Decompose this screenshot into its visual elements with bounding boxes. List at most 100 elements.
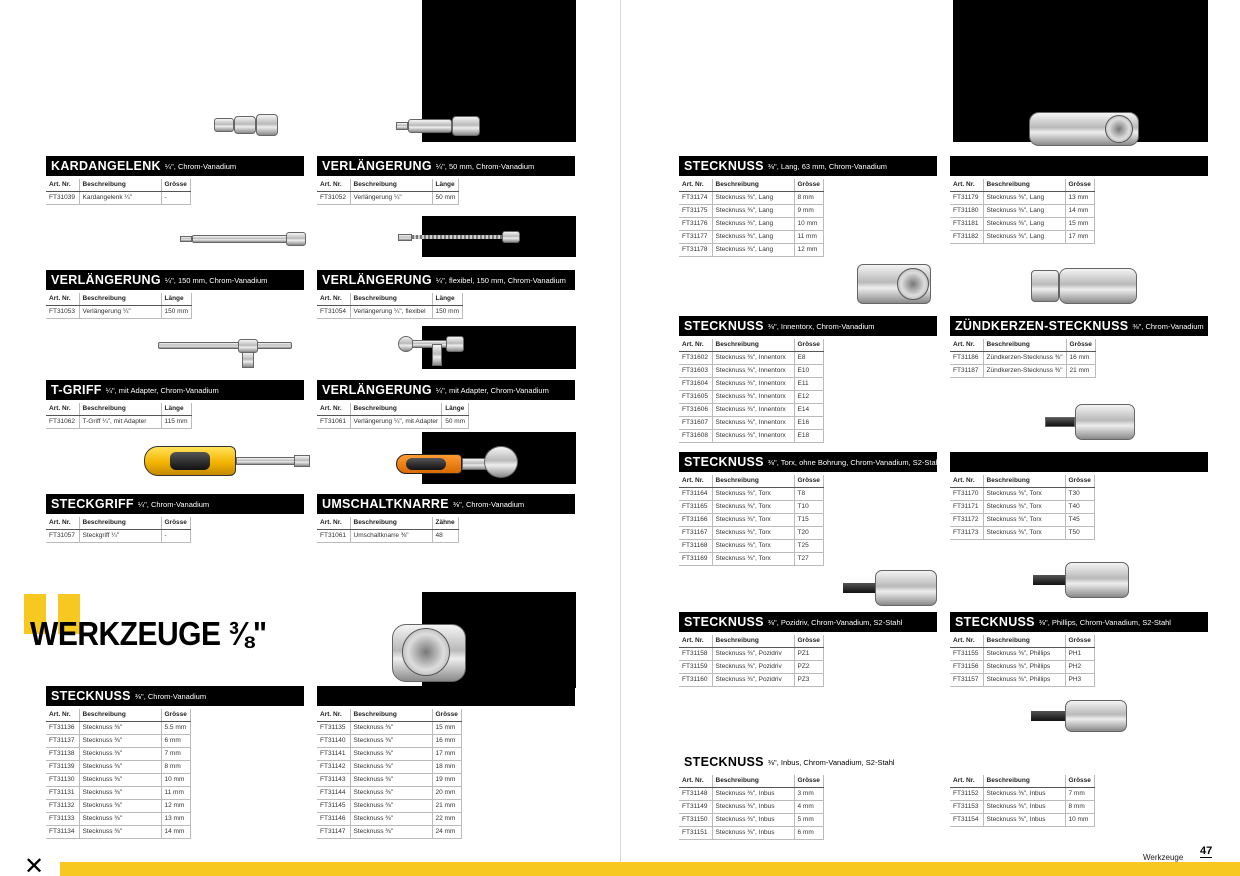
article-number: FT31159 (679, 660, 712, 674)
column-header: Beschreibung (78, 709, 161, 722)
size: 20 mm (431, 786, 462, 800)
size: 8 mm (793, 191, 824, 205)
size: 10 mm (793, 217, 824, 231)
footer-accent-bar (60, 862, 1240, 876)
section-title: VERLÄNGERUNG (322, 159, 432, 173)
black-block (422, 0, 576, 142)
column-header: Länge (160, 293, 192, 306)
article-number: FT31130 (46, 773, 79, 787)
description: Stecknuss ⅜", Lang (711, 230, 794, 244)
section-header (950, 752, 1208, 772)
section-title: KARDANGELENK (51, 159, 161, 173)
column-header: Grösse (793, 339, 824, 352)
description: Stecknuss ⅜" (78, 812, 161, 826)
article-number: FT31604 (679, 377, 712, 391)
column-header: Art. Nr. (950, 179, 983, 192)
section-title: UMSCHALTKNARRE (322, 497, 449, 511)
column-header: Grösse (793, 475, 824, 488)
description: Stecknuss ⅜", Pozidriv (711, 647, 794, 661)
section-title: STECKNUSS (684, 455, 764, 469)
size: 11 mm (160, 786, 191, 800)
size: 16 mm (1065, 351, 1096, 365)
article-number: FT31606 (679, 403, 712, 417)
t-handle-image (158, 338, 292, 368)
size: 8 mm (1064, 800, 1095, 814)
description: Stecknuss ⅜", Torx (711, 539, 794, 553)
article-number: FT31186 (950, 351, 983, 365)
socket-image (392, 624, 466, 682)
article-number: FT31603 (679, 364, 712, 378)
column-header: Beschreibung (711, 339, 794, 352)
description: Stecknuss ⅜", Pozidriv (711, 673, 794, 687)
section-title: STECKNUSS (684, 615, 764, 629)
phillips-bit-socket-image (1033, 562, 1129, 598)
article-number: FT31607 (679, 416, 712, 430)
column-header: Beschreibung (349, 293, 432, 306)
size: 115 mm (160, 415, 192, 429)
article-number: FT31145 (317, 799, 350, 813)
description: Stecknuss ⅜" (78, 721, 161, 735)
article-number: FT31166 (679, 513, 712, 527)
article-number: FT31169 (679, 552, 712, 566)
article-number: FT31146 (317, 812, 350, 826)
article-number: FT31149 (679, 800, 712, 814)
extension-150-image (180, 232, 306, 246)
description: Stecknuss ⅜", Torx (982, 487, 1065, 501)
article-number: FT31181 (950, 217, 983, 231)
size: T30 (1064, 487, 1095, 501)
size: E18 (793, 429, 824, 443)
section-title: STECKNUSS (684, 755, 764, 769)
quote-mark-icon (58, 594, 80, 634)
size: 3 mm (793, 787, 824, 801)
section-title: VERLÄNGERUNG (322, 383, 432, 397)
article-number: FT31061 (317, 529, 350, 543)
description: Stecknuss ⅜" (78, 760, 161, 774)
article-number: FT31178 (679, 243, 712, 257)
description: Stecknuss ⅜" (78, 825, 161, 839)
description: Verlängerung ¼", flexibel (349, 305, 432, 319)
close-x-icon: ✕ (24, 852, 45, 876)
article-number: FT31175 (679, 204, 712, 218)
size: 18 mm (431, 760, 462, 774)
article-number: FT31182 (950, 230, 983, 244)
article-number: FT31187 (950, 364, 983, 378)
description: Stecknuss ⅜", Innentorx (711, 403, 794, 417)
column-header: Art. Nr. (317, 403, 350, 416)
column-header: Art. Nr. (679, 775, 712, 788)
description: Verlängerung ¼" (78, 305, 161, 319)
column-header: Grösse (160, 709, 191, 722)
description: Stecknuss ⅜", Torx (711, 487, 794, 501)
description: Stecknuss ⅜", Inbus (711, 787, 794, 801)
article-number: FT31057 (46, 529, 79, 543)
article-number: FT31131 (46, 786, 79, 800)
size: 22 mm (431, 812, 462, 826)
